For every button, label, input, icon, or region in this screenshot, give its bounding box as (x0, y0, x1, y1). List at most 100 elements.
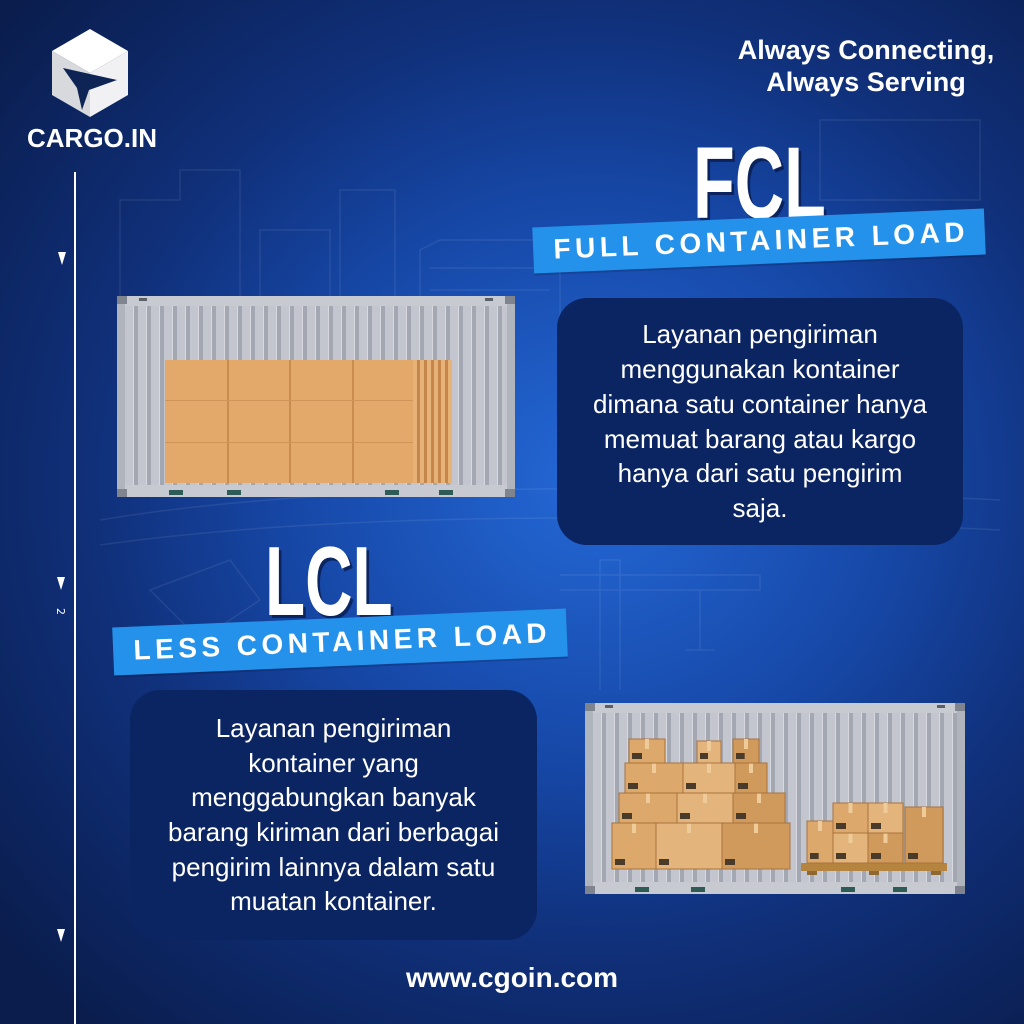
cargo-wall-depth (413, 360, 452, 483)
cargo-box-label (736, 753, 745, 759)
cargo-box-tape (707, 741, 711, 751)
logo-arrow-cutout (63, 68, 117, 110)
container-corner-casting (955, 703, 965, 711)
fcl-description-line: memuat barang atau kargo (603, 423, 917, 454)
website-url[interactable]: www.cgoin.com (405, 962, 619, 993)
cargo-box-tape (749, 763, 753, 773)
logo-right-face (90, 51, 128, 117)
brand-name: CARGO.IN (27, 123, 157, 153)
lcl-description-line: menggabungkan banyak (191, 782, 476, 813)
cargo-box-label (725, 859, 735, 865)
container-right-post (957, 703, 965, 894)
cargo-box-label (628, 783, 638, 789)
forklift-pocket (893, 887, 907, 892)
fcl-description-line: hanya dari satu pengirim (617, 458, 903, 489)
cargo-box-tape (707, 763, 711, 773)
cargo-divider (165, 442, 413, 443)
cargo-divider (289, 360, 291, 483)
cargo-box-tape (646, 793, 650, 803)
cargo-box-label (615, 859, 625, 865)
cargo-box-label (871, 853, 881, 859)
cargo-box-tape (922, 807, 926, 817)
cargo-box-label (622, 813, 632, 819)
cargo-box-tape (754, 823, 758, 833)
cargo-box-label (810, 853, 819, 859)
cargo-box-label (836, 853, 846, 859)
lcl-cargo-boxes (611, 738, 944, 870)
cargo-box-label (632, 753, 642, 759)
cargo-box-tape (818, 821, 822, 831)
lcl-description-line: barang kiriman dari berbagai (168, 817, 499, 847)
triangle-down-icon (57, 577, 65, 590)
forklift-pocket (841, 887, 855, 892)
cargo-divider (165, 400, 413, 401)
cargo-box-label (736, 813, 746, 819)
fcl-description-line: saja. (732, 492, 788, 523)
cargo-box-label (680, 813, 690, 819)
container-corner-casting (585, 886, 595, 894)
cargo-box-tape (848, 803, 853, 813)
cargo-box-tape (883, 803, 888, 813)
container-left-post (117, 296, 125, 497)
container-corner-casting (117, 489, 127, 497)
fcl-description-line: Layanan pengiriman (642, 319, 878, 350)
lcl-description-line: kontainer yang (248, 747, 419, 778)
lcl-description-panel: Layanan pengiriman kontainer yang mengga… (130, 690, 537, 940)
sketch-building (819, 119, 981, 201)
cargo-box-tape (652, 763, 656, 773)
cargo-box-tape (703, 793, 707, 803)
timeline-line (74, 172, 76, 1024)
triangle-down-icon (58, 252, 66, 265)
cargo-box-label (686, 783, 696, 789)
tagline-line-2: Always Serving (766, 67, 966, 97)
cargo-box-tape (632, 823, 636, 833)
sketch-building (259, 229, 331, 330)
forklift-pocket (691, 887, 705, 892)
partial-container-icon (585, 703, 965, 894)
cargo-divider (227, 360, 229, 483)
cargo-divider (352, 360, 354, 483)
pallet (801, 863, 947, 871)
pallet-slat (931, 871, 941, 875)
pallet-slat (869, 871, 879, 875)
cargo-wall (165, 360, 452, 483)
fcl-description-panel: Layanan pengiriman menggunakan kontainer… (557, 298, 963, 545)
container-top-mark (139, 298, 147, 301)
container-corner-casting (117, 296, 127, 304)
cargo-box-tape (645, 739, 649, 749)
cargo-cube-logo-icon (52, 29, 128, 117)
lcl-title: LCL (265, 526, 393, 636)
sketch-building (119, 169, 241, 330)
container-corner-casting (955, 886, 965, 894)
fcl-cargo-load (165, 360, 452, 483)
forklift-pocket (635, 887, 649, 892)
container-top-mark (605, 705, 613, 708)
cargo-box-tape (883, 833, 888, 843)
lcl-description-line: Layanan pengiriman (215, 712, 452, 743)
container-corner-casting (585, 703, 595, 711)
sketch-rock (148, 559, 262, 641)
lcl-description-line: muatan kontainer. (230, 886, 437, 917)
lcl-subtitle: LESS CONTAINER LOAD (132, 617, 552, 666)
container-top-mark (937, 705, 945, 708)
sketch-crane (560, 559, 761, 690)
forklift-pocket (385, 490, 399, 495)
container-top-rail (117, 296, 515, 306)
container-right-post (507, 296, 515, 497)
container-corner-casting (505, 296, 515, 304)
forklift-pocket (227, 490, 241, 495)
container-corner-casting (505, 489, 515, 497)
fcl-description-line: dimana satu container hanya (593, 388, 927, 419)
tagline: Always Connecting, Always Serving (716, 34, 1016, 98)
cargo-box-tape (757, 793, 761, 803)
cargo-box-label (659, 859, 669, 865)
container-bottom-rail (585, 882, 965, 894)
cargo-box-label (836, 823, 846, 829)
container-left-post (585, 703, 593, 894)
container-top-mark (485, 298, 493, 301)
forklift-pocket (439, 490, 453, 495)
cargo-box-tape (687, 823, 691, 833)
triangle-down-icon (57, 929, 65, 942)
cargo-box-label (871, 823, 881, 829)
pallet-slat (807, 871, 817, 875)
